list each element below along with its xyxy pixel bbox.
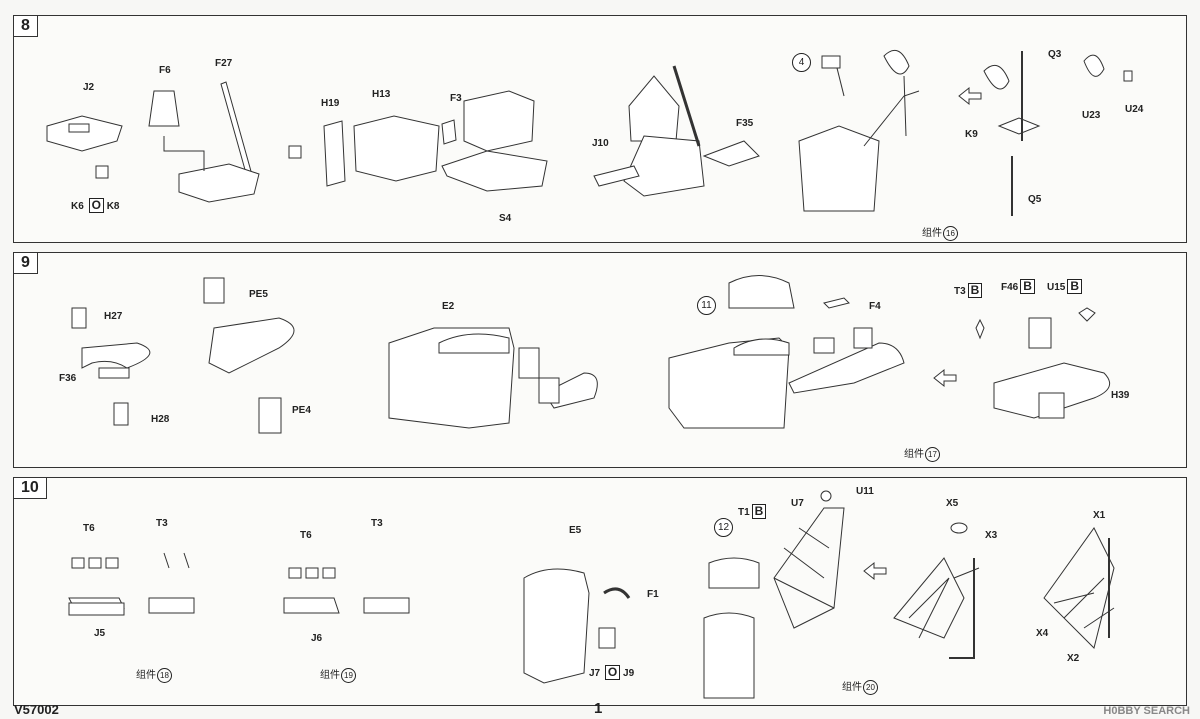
part-label: PE4 xyxy=(292,405,311,416)
part-label: U7 xyxy=(791,498,804,509)
part-label: F6 xyxy=(159,65,171,76)
part-label: U23 xyxy=(1082,110,1101,121)
part-label: U24 xyxy=(1125,104,1144,115)
part-label: T3 xyxy=(156,518,168,529)
part-label: F27 xyxy=(215,58,233,69)
part-label: T3 xyxy=(954,286,966,297)
step-8-panel: 8 xyxy=(13,15,1187,243)
option-box: B xyxy=(1067,279,1083,294)
reference-circle: 4 xyxy=(792,53,811,72)
part-label: H28 xyxy=(151,414,170,425)
subassembly-number: 20 xyxy=(863,679,878,695)
part-label: X5 xyxy=(946,498,959,509)
part-label: E2 xyxy=(442,301,455,312)
reference-circle: 12 xyxy=(714,518,733,537)
part-label: J6 xyxy=(311,633,323,644)
step-9-drawing xyxy=(14,253,1188,469)
part-label: U11 xyxy=(856,486,874,497)
part-label: X1 xyxy=(1093,510,1106,521)
part-label: T1 xyxy=(738,507,750,518)
part-label: T6 xyxy=(300,530,312,541)
part-label: H19 xyxy=(321,98,340,109)
part-label: T3 xyxy=(371,518,383,529)
subassembly-number: 18 xyxy=(157,667,172,683)
part-label: F3 xyxy=(450,93,462,104)
subassembly-number: 16 xyxy=(943,225,958,241)
option-box: B xyxy=(967,283,983,298)
page-number: 1 xyxy=(594,700,603,717)
step-8-drawing xyxy=(14,16,1188,244)
part-label: Q5 xyxy=(1028,194,1042,205)
part-label: E5 xyxy=(569,525,582,536)
step-number: 10 xyxy=(14,478,47,499)
part-label: X4 xyxy=(1036,628,1049,639)
part-label: F35 xyxy=(736,118,754,129)
part-label: K8 xyxy=(106,201,120,212)
step-number: 9 xyxy=(14,253,38,274)
part-label: PE5 xyxy=(249,289,268,300)
part-label: Q3 xyxy=(1048,49,1062,60)
option-box: O xyxy=(604,665,621,680)
part-label: K6 xyxy=(71,201,84,212)
part-label: X3 xyxy=(985,530,998,541)
part-label: F36 xyxy=(59,373,77,384)
part-label: J10 xyxy=(592,138,609,149)
option-box: B xyxy=(1020,279,1035,294)
watermark: H0BBY SEARCH xyxy=(1103,705,1190,717)
subassembly-number: 17 xyxy=(925,446,940,462)
reference-circle: 11 xyxy=(697,296,716,315)
part-label: H13 xyxy=(372,89,391,100)
step-number: 8 xyxy=(14,16,38,37)
part-label: J2 xyxy=(83,82,95,93)
part-label: F46 xyxy=(1001,282,1019,293)
part-label: K9 xyxy=(965,129,978,140)
step-10-panel: 10 xyxy=(13,477,1187,706)
option-box: B xyxy=(751,504,767,519)
part-label: J5 xyxy=(94,628,106,639)
part-label: H39 xyxy=(1111,390,1130,401)
part-label: J7 xyxy=(589,668,601,679)
alternate-parts-row: J7 O J9 xyxy=(589,665,634,680)
part-label: J9 xyxy=(623,668,635,679)
option-box: O xyxy=(88,198,104,213)
step-9-panel: 9 xyxy=(13,252,1187,468)
step-10-drawing xyxy=(14,478,1188,707)
part-label: F1 xyxy=(647,589,659,600)
alternate-parts-row: K6 O K8 xyxy=(71,198,120,213)
part-label: U15 xyxy=(1047,282,1066,293)
part-label: F4 xyxy=(869,301,881,312)
part-label: T6 xyxy=(83,523,95,534)
product-code: V57002 xyxy=(14,702,59,717)
part-label: X2 xyxy=(1067,653,1080,664)
part-label: S4 xyxy=(499,213,512,224)
part-label: H27 xyxy=(104,311,123,322)
subassembly-number: 19 xyxy=(341,667,356,683)
